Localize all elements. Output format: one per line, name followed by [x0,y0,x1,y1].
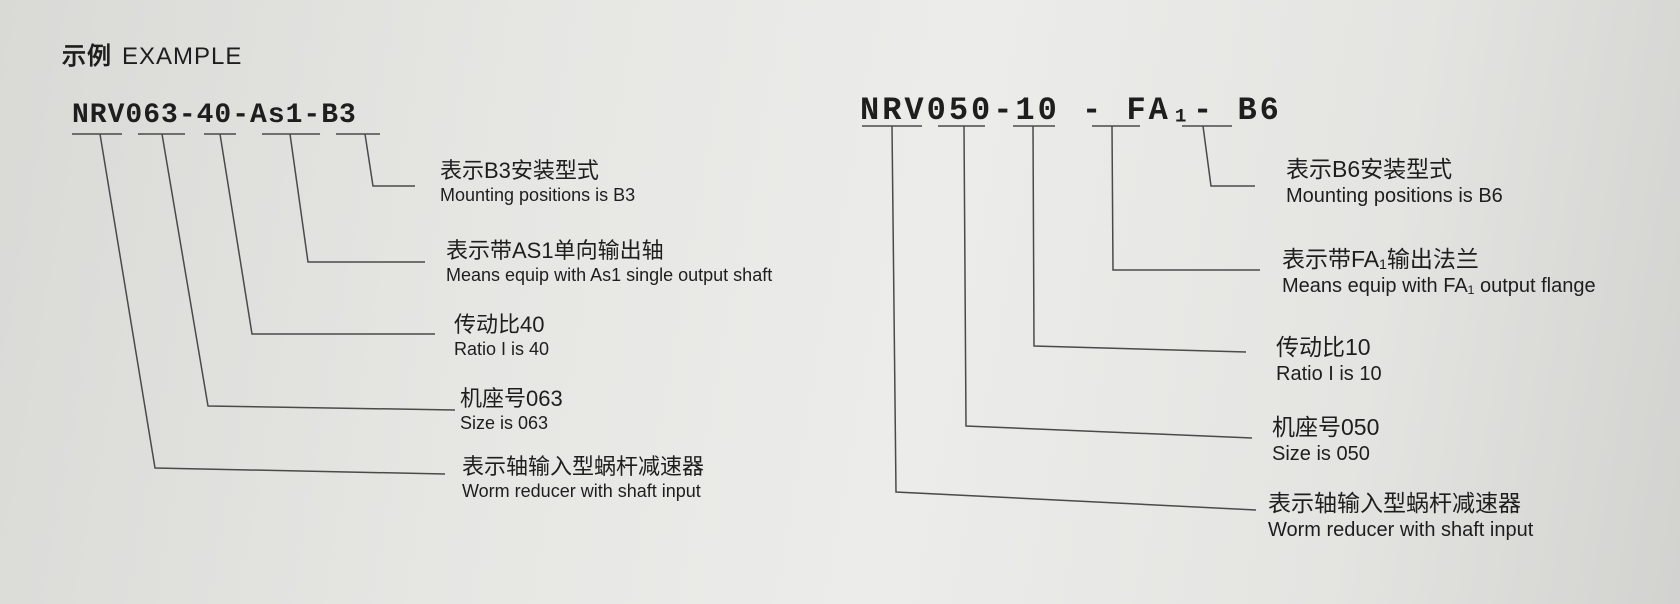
annotation-ratio-10-en: Ratio I is 10 [1276,363,1382,385]
annotation-ratio-40-en: Ratio I is 40 [454,339,550,359]
annotation-ratio-40: 传动比40 Ratio I is 40 [454,312,549,360]
leader-size-050 [963,125,1253,439]
annotation-fa1-cn: 表示带FA₁输出法兰 [1282,246,1479,272]
annotation-size-050-cn: 机座号050 [1272,414,1380,440]
leader-b6 [1202,125,1255,187]
annotation-shaft-input-right: 表示轴输入型蜗杆减速器 Worm reducer with shaft inpu… [1268,488,1533,542]
annotation-ratio-40-cn: 传动比40 [454,312,545,337]
title-cn: 示例 [62,43,112,70]
annotation-b6: 表示B6安装型式 Mounting positions is B6 [1286,154,1503,208]
leader-shaft-input-right [891,125,1257,511]
annotation-shaft-input-left-cn: 表示轴输入型蜗杆减速器 [462,454,705,479]
annotation-size-050-en: Size is 050 [1272,443,1370,465]
model-code-left: NRV063-40-As1-B3 [72,100,357,131]
annotation-ratio-10: 传动比10 Ratio I is 10 [1276,332,1382,386]
annotation-shaft-input-right-en: Worm reducer with shaft input [1268,519,1534,541]
leader-shaft-input-left [99,133,446,475]
annotation-b3-en: Mounting positions is B3 [440,185,636,205]
leader-ratio-10 [1032,125,1247,353]
annotation-size-063: 机座号063 Size is 063 [460,386,563,434]
annotation-fa1-en: Means equip with FA₁ output flange [1282,275,1596,297]
annotation-fa1: 表示带FA₁输出法兰 Means equip with FA₁ output f… [1282,244,1596,298]
annotation-shaft-input-right-cn: 表示轴输入型蜗杆减速器 [1268,490,1521,516]
section-title: 示例 EXAMPLE [62,36,242,71]
annotation-b6-cn: 表示B6安装型式 [1286,156,1453,182]
annotation-size-050: 机座号050 Size is 050 [1272,412,1379,466]
leader-fa1 [1111,125,1260,271]
annotation-size-063-cn: 机座号063 [460,386,563,411]
title-en: EXAMPLE [122,43,243,70]
annotation-as1-cn: 表示带AS1单向输出轴 [446,238,664,263]
annotation-ratio-10-cn: 传动比10 [1276,334,1371,360]
leader-b3 [364,133,415,187]
annotation-shaft-input-left-en: Worm reducer with shaft input [462,481,701,501]
model-code-right: NRV050-10 - FA₁- B6 [860,92,1282,129]
annotation-b6-en: Mounting positions is B6 [1286,185,1503,207]
annotation-size-063-en: Size is 063 [460,413,549,433]
leader-size-063 [161,133,456,411]
leader-as1 [289,133,425,263]
annotation-shaft-input-left: 表示轴输入型蜗杆减速器 Worm reducer with shaft inpu… [462,454,704,502]
annotation-b3-cn: 表示B3安装型式 [440,158,599,183]
annotation-as1: 表示带AS1单向输出轴 Means equip with As1 single … [446,238,772,286]
leader-ratio-40 [219,133,435,335]
annotation-b3: 表示B3安装型式 Mounting positions is B3 [440,158,635,206]
annotation-as1-en: Means equip with As1 single output shaft [446,265,773,285]
